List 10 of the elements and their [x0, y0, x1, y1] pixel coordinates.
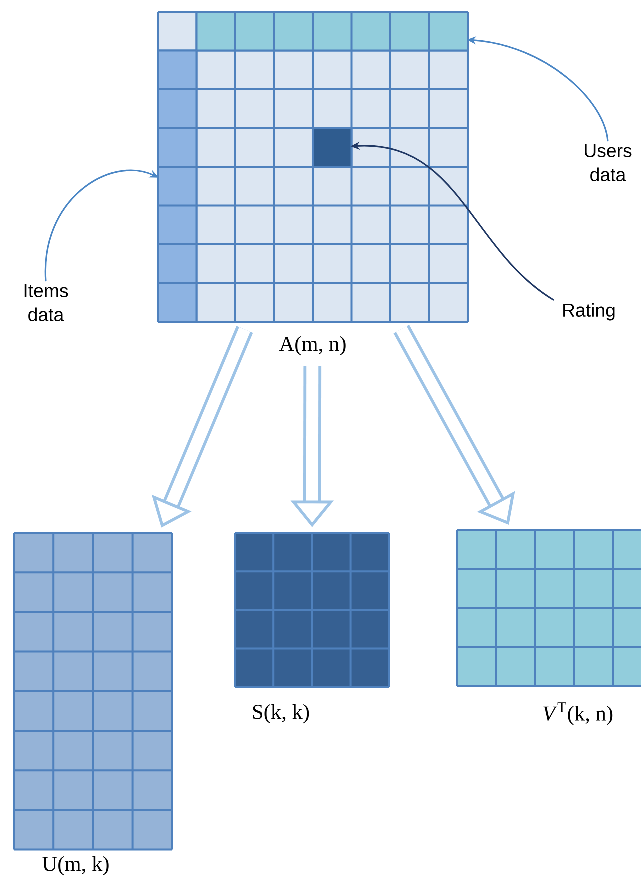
- matrix-label: A(m, n): [279, 336, 346, 356]
- highlighted-strip: [157, 50, 198, 323]
- matrix-label: V$^{T}$(k, n): [544, 702, 613, 726]
- highlighted-strip: [196, 11, 469, 52]
- matrix-label: S(k, k): [253, 704, 310, 724]
- matrix-label: U(m, k): [42, 856, 109, 876]
- highlighted-cell: [312, 127, 353, 168]
- callout-text: Items data: [24, 284, 68, 322]
- callout-text: Rating: [564, 303, 615, 321]
- callout-text: Users data: [585, 144, 632, 182]
